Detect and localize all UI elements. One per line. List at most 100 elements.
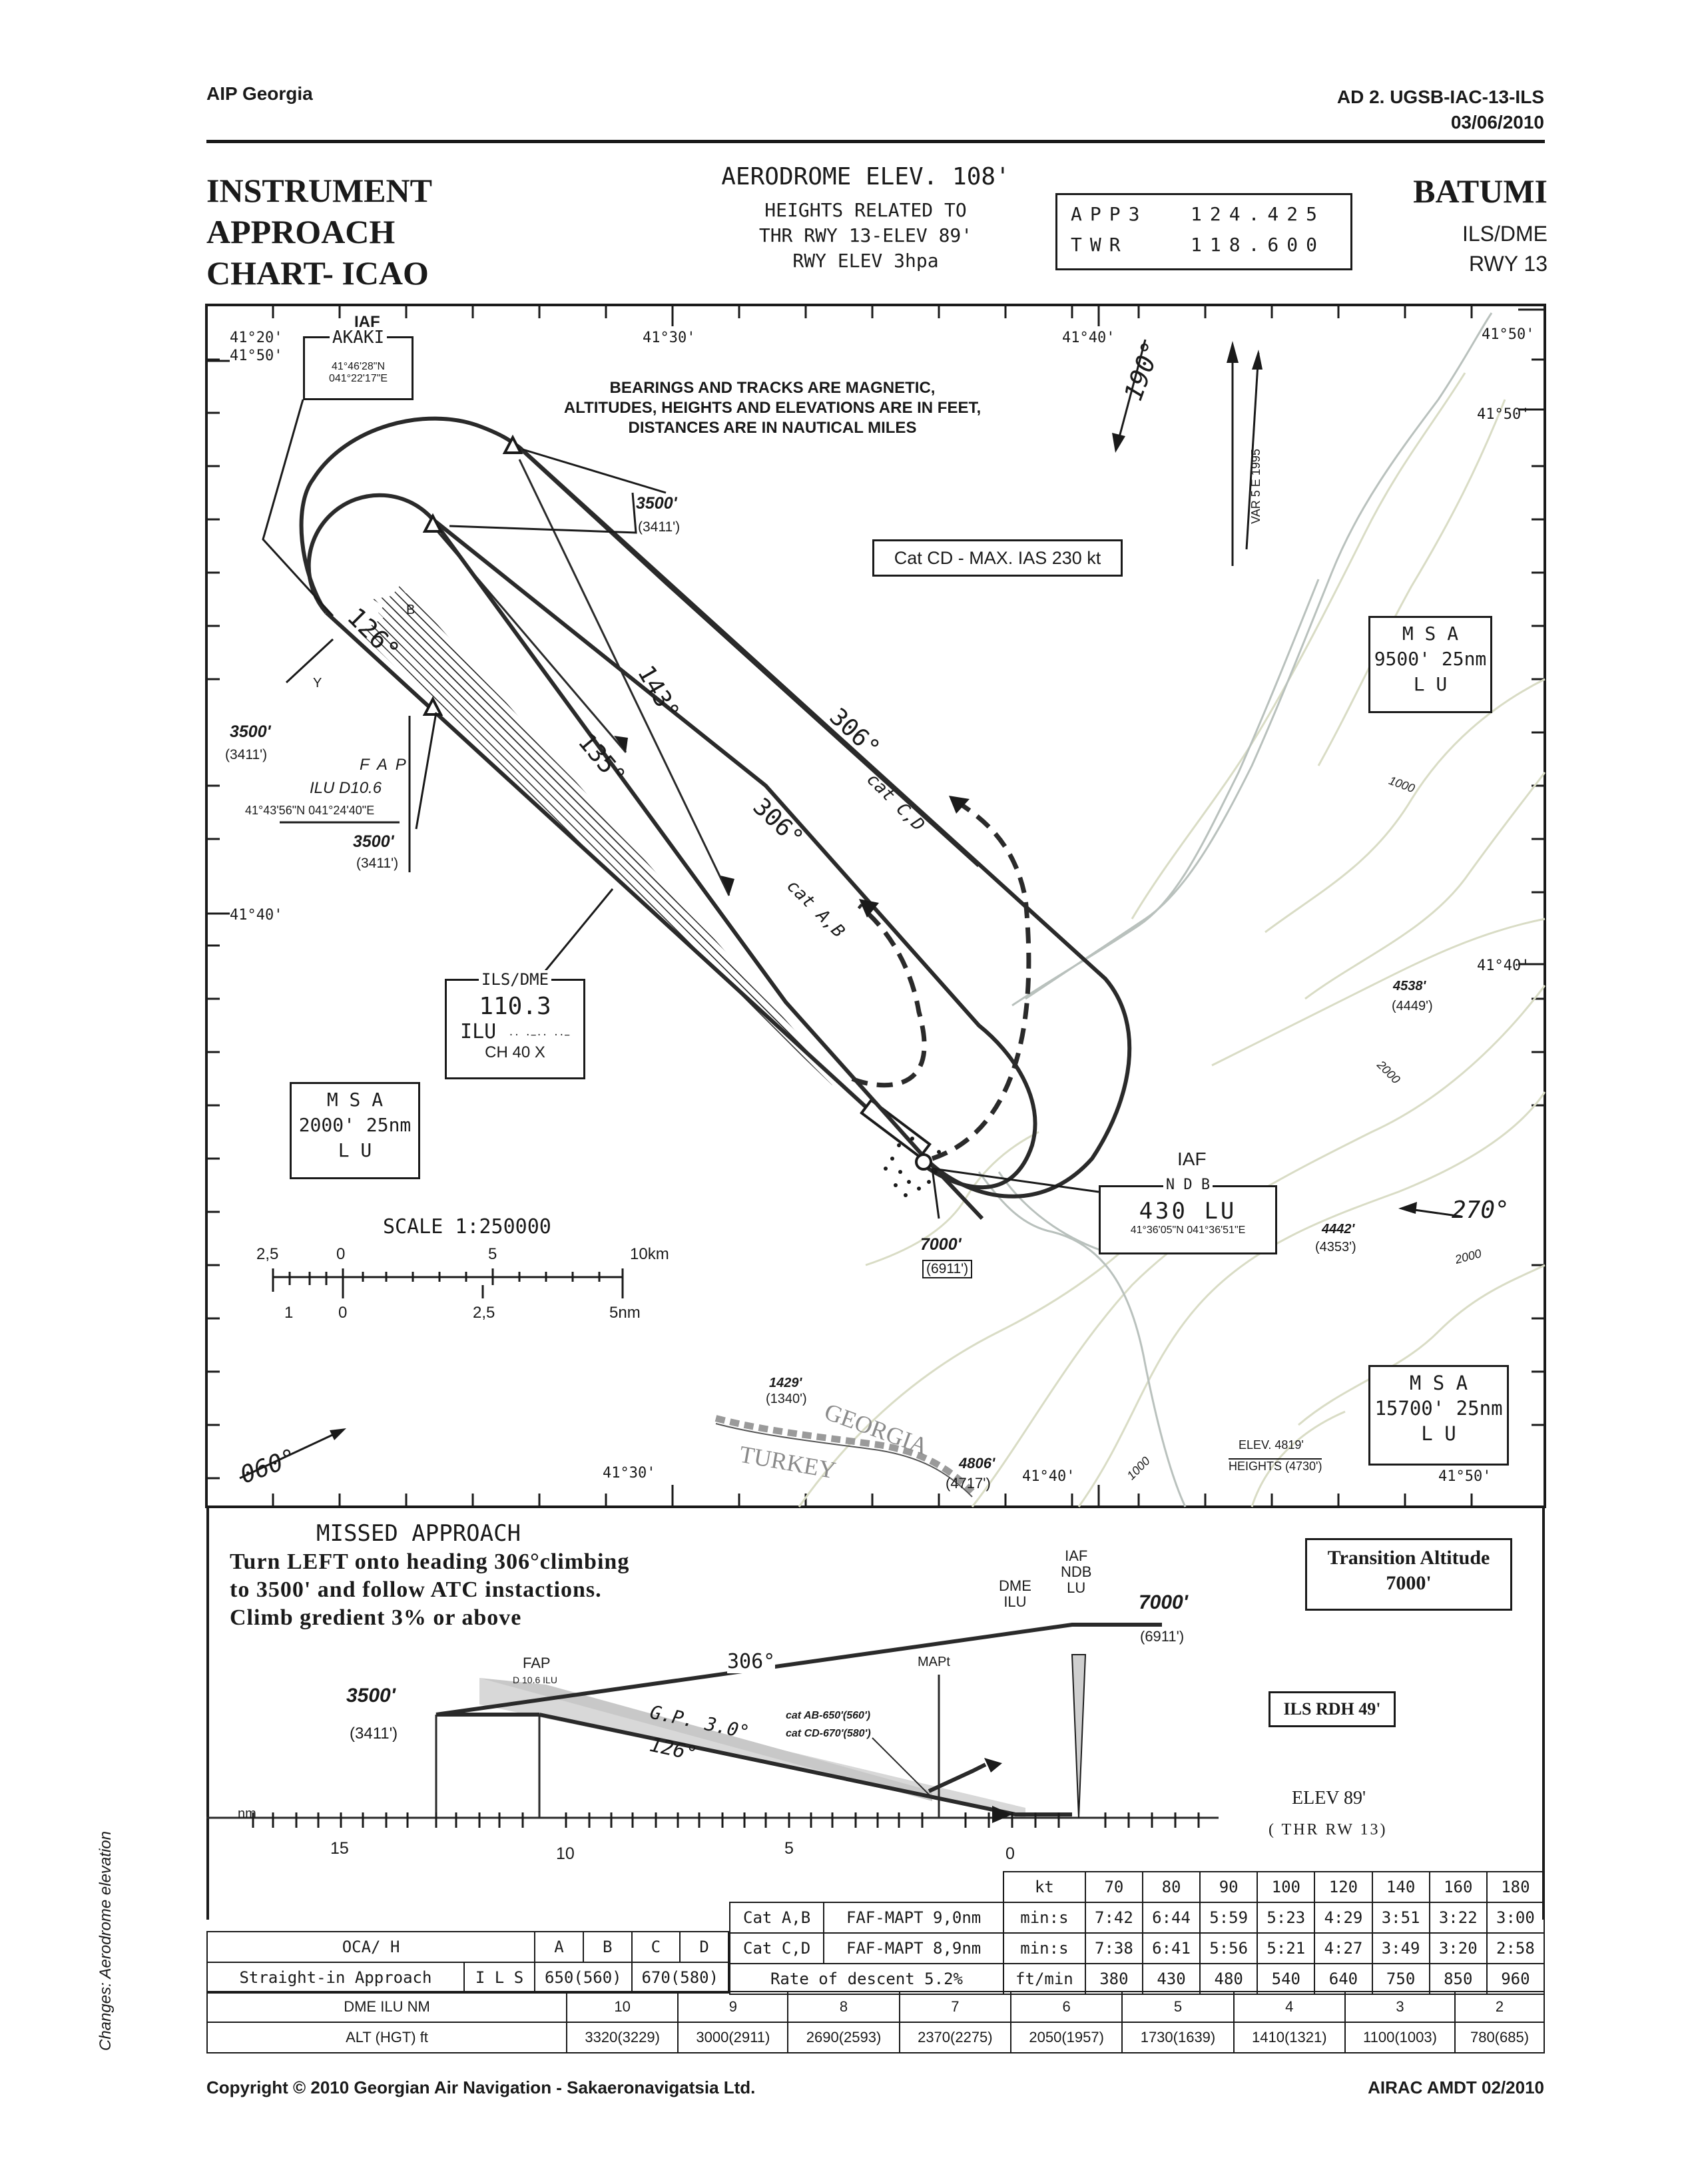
hold-letter-b: B [406, 603, 416, 617]
hold-letter-y: Y [313, 676, 322, 690]
cat-cd-max-ias: Cat CD - MAX. IAS 230 kt [872, 539, 1123, 577]
doc-date: 03/06/2010 [1450, 112, 1544, 133]
profile-elev-thr: ELEV 89' [1292, 1788, 1366, 1808]
dme-table: DME ILU NM 10 9 8 7 6 5 4 3 2 ALT (HGT) … [206, 1991, 1545, 2053]
table-row: Straight-in Approach I L S 650(560) 670(… [206, 1962, 730, 1994]
iaf-ndb-label: IAF NDB LU [1061, 1547, 1092, 1596]
profile-cat-ab-mda: cat AB-650'(560') [786, 1710, 871, 1721]
airac: AIRAC AMDT 02/2010 [1368, 2077, 1544, 2097]
spot-elev-1: 4538' [1393, 979, 1426, 993]
profile-fap-label: FAP [523, 1655, 551, 1671]
ndb-alt: 7000' [920, 1235, 962, 1254]
right-lat-mid: 41°40' [1477, 957, 1530, 974]
ndb-hgt: (6911') [922, 1260, 973, 1278]
scale-km-3: 5 [488, 1245, 497, 1263]
profile-track-306: 306° [727, 1650, 776, 1673]
copyright: Copyright © 2010 Georgian Air Navigation… [206, 2077, 756, 2097]
fap-label: F A P [360, 756, 408, 774]
scale-km-2: 0 [336, 1245, 346, 1263]
fap-name: ILU D10.6 [310, 779, 382, 797]
msa-right-top: M S A 9500' 25nm L U [1368, 616, 1492, 713]
speed-table-header: kt 70 80 90 100 120 140 160 180 [730, 1871, 1546, 1903]
top-long-1: 41°30' [643, 330, 696, 346]
scale-nm-1: 1 [284, 1304, 294, 1322]
lat-tl2: 41°50' [230, 348, 283, 364]
profile-hgt-6911: (6911') [1140, 1628, 1185, 1645]
profile-nm-unit: nm [238, 1806, 256, 1821]
spot-hgt-4: (4717') [946, 1475, 991, 1492]
profile-alt-3500: 3500' [346, 1685, 396, 1707]
spot-hgt-3: (1340') [766, 1392, 807, 1406]
top-long-3: 41°50' [1482, 326, 1535, 343]
left-alt: 3500' [230, 722, 271, 741]
msa-right-bottom: M S A 15700' 25nm L U [1368, 1365, 1509, 1466]
spot-elev-4: 4806' [959, 1455, 995, 1472]
scale-nm-3: 2,5 [473, 1304, 495, 1322]
fap-alt: 3500' [353, 832, 394, 851]
profile-mapt: MAPt [918, 1655, 950, 1669]
top-long-2: 41°40' [1062, 330, 1115, 346]
profile-left-border [206, 1507, 209, 1920]
profile-cat-cd-mda: cat CD-670'(580') [786, 1728, 871, 1739]
hold-alt: 3500' [636, 494, 677, 513]
axis-10: 10 [556, 1844, 575, 1863]
fap-coord: 41°43'56"N 041°24'40"E [245, 804, 375, 817]
oca-table-header: OCA/ H A B C D [206, 1931, 729, 1963]
changes-note: Changes: Aerodrome elevation [97, 1831, 115, 2051]
scale-nm-2: 0 [338, 1304, 348, 1322]
ils-dme-box: ILS/DME 110.3 ILU ·· ·−·· ··− CH 40 X [445, 970, 585, 1079]
msa-left: M S A 2000' 25nm L U [290, 1082, 420, 1179]
missed-approach-text: Turn LEFT onto heading 306°climbing to 3… [230, 1549, 630, 1630]
lat-tl1: 41°20' [230, 330, 283, 346]
table-row: Cat A,B FAF-MAPT 9,0nm min:s 7:42 6:44 5… [728, 1902, 1546, 1934]
profile-alt-7000: 7000' [1139, 1591, 1188, 1613]
city: BATUMI [1413, 172, 1548, 210]
table-row: Rate of descent 5.2% ft/min 380 430 480 … [729, 1963, 1546, 1995]
bottom-long-3: 41°50' [1438, 1468, 1492, 1485]
scale-nm-4: 5nm [609, 1304, 641, 1322]
scale-km-1: 2,5 [256, 1245, 279, 1263]
heights-4730: HEIGHTS (4730') [1229, 1458, 1322, 1473]
axis-5: 5 [784, 1839, 794, 1858]
spot-hgt-2: (4353') [1315, 1240, 1356, 1254]
table-row: Cat C,D FAF-MAPT 8,9nm min:s 7:38 6:41 5… [728, 1932, 1546, 1964]
table-row: DME ILU NM 10 9 8 7 6 5 4 3 2 [206, 1991, 1545, 2023]
table-row: ALT (HGT) ft 3320(3229) 3000(2911) 2690(… [206, 2022, 1545, 2053]
dme-ilu-label: DME ILU [999, 1577, 1031, 1610]
right-lat-top: 41°50' [1477, 406, 1530, 423]
procedure: ILS/DME [1462, 222, 1548, 246]
spot-elev-2: 4442' [1322, 1222, 1355, 1236]
speed-table: kt 70 80 90 100 120 140 160 180 Cat A,B … [728, 1871, 1546, 1995]
elev-4819: ELEV. 4819' [1239, 1438, 1304, 1452]
header-rule [206, 140, 1545, 143]
axis-0: 0 [1005, 1844, 1015, 1863]
bottom-long-2: 41°40' [1022, 1468, 1075, 1485]
profile-right-border [1542, 1507, 1545, 1920]
profile-fap-sub: D 10.6 ILU [513, 1675, 557, 1685]
scale-km-4: 10km [630, 1245, 669, 1263]
publisher: AIP Georgia [206, 83, 313, 104]
heights-note: HEIGHTS RELATED TO THR RWY 13-ELEV 89' R… [758, 199, 973, 272]
frequency-box: APP3 124.425 TWR 118.600 [1055, 193, 1352, 270]
profile-thr-rw: ( THR RW 13) [1269, 1821, 1388, 1838]
hold-hgt: (3411') [638, 519, 681, 535]
ndb-iaf-label: IAF [1177, 1149, 1207, 1169]
spot-elev-3: 1429' [769, 1376, 802, 1390]
transition-altitude-box: Transition Altitude 7000' [1305, 1538, 1512, 1611]
left-hgt: (3411') [225, 747, 268, 762]
spot-hgt-1: (4449') [1392, 999, 1433, 1013]
runway: RWY 13 [1469, 252, 1548, 276]
bearing-270: 270° [1452, 1197, 1510, 1224]
chart-title: INSTRUMENT APPROACH CHART- ICAO [206, 172, 432, 292]
ils-rdh-box: ILS RDH 49' [1269, 1691, 1396, 1727]
bottom-long-1: 41°30' [603, 1465, 656, 1482]
profile-hgt-3411: (3411') [350, 1725, 398, 1743]
axis-15: 15 [330, 1839, 349, 1858]
oca-table: OCA/ H A B C D Straight-in Approach I L … [206, 1931, 730, 1994]
left-lat-mid: 41°40' [230, 907, 283, 924]
doc-id: AD 2. UGSB-IAC-13-ILS [1336, 87, 1544, 107]
ndb-box: N D B 430 LU 41°36'05"N 041°36'51"E [1099, 1177, 1277, 1254]
iaf-akaki-box: AKAKI 41°46'28"N 041°22'17"E [303, 328, 414, 400]
